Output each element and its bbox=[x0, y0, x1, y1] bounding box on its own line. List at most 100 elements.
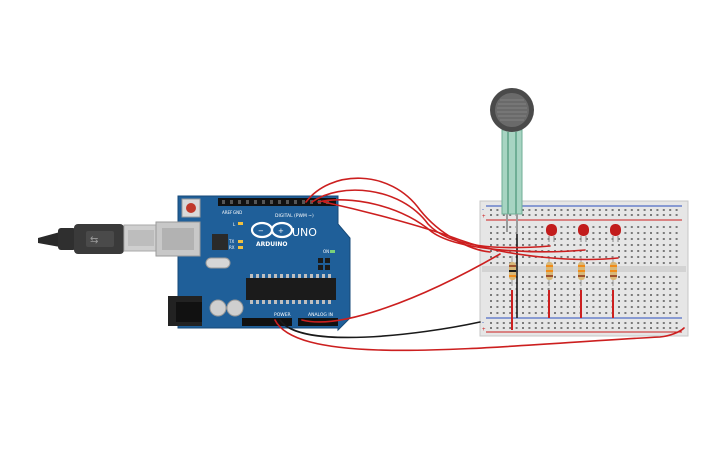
breadboard-hole[interactable] bbox=[618, 322, 620, 324]
breadboard-hole[interactable] bbox=[605, 262, 608, 264]
led-3[interactable] bbox=[610, 224, 621, 242]
breadboard-hole[interactable] bbox=[496, 312, 499, 314]
breadboard-hole[interactable] bbox=[650, 322, 652, 324]
breadboard-hole[interactable] bbox=[662, 262, 665, 264]
breadboard-hole[interactable] bbox=[541, 294, 544, 296]
breadboard-hole[interactable] bbox=[573, 300, 576, 302]
breadboard-hole[interactable] bbox=[573, 327, 576, 329]
breadboard-hole[interactable] bbox=[624, 209, 627, 211]
usb-cable[interactable]: ⇆ bbox=[38, 224, 159, 254]
breadboard-hole[interactable] bbox=[554, 288, 556, 290]
breadboard-hole[interactable] bbox=[643, 288, 646, 290]
breadboard-hole[interactable] bbox=[534, 294, 537, 296]
breadboard-hole[interactable] bbox=[490, 322, 492, 324]
breadboard-hole[interactable] bbox=[675, 282, 678, 284]
breadboard-hole[interactable] bbox=[592, 232, 595, 234]
breadboard-hole[interactable] bbox=[560, 238, 563, 240]
breadboard-hole[interactable] bbox=[598, 306, 601, 308]
breadboard-hole[interactable] bbox=[605, 312, 608, 314]
breadboard-hole[interactable] bbox=[522, 300, 524, 302]
breadboard-hole[interactable] bbox=[509, 232, 512, 234]
breadboard-hole[interactable] bbox=[669, 256, 672, 258]
breadboard-hole[interactable] bbox=[522, 232, 524, 234]
breadboard-hole[interactable] bbox=[554, 256, 556, 258]
breadboard-hole[interactable] bbox=[637, 238, 640, 240]
breadboard-hole[interactable] bbox=[662, 322, 665, 324]
breadboard-hole[interactable] bbox=[496, 294, 499, 296]
breadboard-hole[interactable] bbox=[502, 214, 505, 216]
breadboard-hole[interactable] bbox=[624, 312, 627, 314]
breadboard-hole[interactable] bbox=[643, 209, 646, 211]
breadboard-hole[interactable] bbox=[566, 327, 569, 329]
resistor-3[interactable] bbox=[578, 256, 585, 286]
breadboard-hole[interactable] bbox=[573, 209, 576, 211]
breadboard-hole[interactable] bbox=[630, 256, 633, 258]
breadboard-hole[interactable] bbox=[502, 300, 505, 302]
breadboard-hole[interactable] bbox=[586, 300, 588, 302]
breadboard-hole[interactable] bbox=[490, 256, 492, 258]
breadboard-hole[interactable] bbox=[522, 306, 524, 308]
breadboard-hole[interactable] bbox=[541, 282, 544, 284]
breadboard-hole[interactable] bbox=[675, 312, 678, 314]
breadboard-hole[interactable] bbox=[534, 238, 537, 240]
breadboard-hole[interactable] bbox=[534, 244, 537, 246]
wire-gnd[interactable] bbox=[279, 319, 481, 339]
breadboard-hole[interactable] bbox=[662, 209, 665, 211]
breadboard-hole[interactable] bbox=[662, 300, 665, 302]
breadboard-hole[interactable] bbox=[547, 209, 550, 211]
breadboard-hole[interactable] bbox=[490, 238, 492, 240]
breadboard-hole[interactable] bbox=[675, 300, 678, 302]
breadboard-hole[interactable] bbox=[650, 282, 652, 284]
breadboard-hole[interactable] bbox=[496, 214, 499, 216]
breadboard-hole[interactable] bbox=[630, 226, 633, 228]
breadboard-hole[interactable] bbox=[528, 312, 531, 314]
breadboard-hole[interactable] bbox=[541, 209, 544, 211]
breadboard-hole[interactable] bbox=[560, 294, 563, 296]
breadboard-hole[interactable] bbox=[528, 209, 531, 211]
breadboard-hole[interactable] bbox=[592, 327, 595, 329]
digital-header[interactable] bbox=[218, 198, 336, 206]
breadboard-hole[interactable] bbox=[624, 294, 627, 296]
breadboard-hole[interactable] bbox=[618, 306, 620, 308]
breadboard-hole[interactable] bbox=[547, 288, 550, 290]
breadboard-hole[interactable] bbox=[522, 282, 524, 284]
breadboard-hole[interactable] bbox=[522, 288, 524, 290]
breadboard-hole[interactable] bbox=[630, 238, 633, 240]
breadboard-hole[interactable] bbox=[592, 238, 595, 240]
breadboard-hole[interactable] bbox=[573, 306, 576, 308]
breadboard-hole[interactable] bbox=[637, 250, 640, 252]
breadboard-hole[interactable] bbox=[592, 322, 595, 324]
breadboard-hole[interactable] bbox=[560, 288, 563, 290]
breadboard-hole[interactable] bbox=[611, 288, 614, 290]
breadboard-hole[interactable] bbox=[656, 238, 659, 240]
breadboard-hole[interactable] bbox=[605, 300, 608, 302]
breadboard-hole[interactable] bbox=[560, 312, 563, 314]
breadboard-hole[interactable] bbox=[496, 288, 499, 290]
breadboard-hole[interactable] bbox=[496, 262, 499, 264]
breadboard-hole[interactable] bbox=[554, 300, 556, 302]
breadboard-hole[interactable] bbox=[534, 322, 537, 324]
breadboard-hole[interactable] bbox=[573, 244, 576, 246]
breadboard-hole[interactable] bbox=[496, 282, 499, 284]
breadboard-hole[interactable] bbox=[643, 282, 646, 284]
breadboard-hole[interactable] bbox=[522, 294, 524, 296]
breadboard-hole[interactable] bbox=[605, 282, 608, 284]
breadboard-hole[interactable] bbox=[579, 288, 582, 290]
breadboard-hole[interactable] bbox=[573, 294, 576, 296]
breadboard-hole[interactable] bbox=[656, 232, 659, 234]
breadboard-hole[interactable] bbox=[573, 282, 576, 284]
breadboard-hole[interactable] bbox=[643, 262, 646, 264]
breadboard-hole[interactable] bbox=[656, 226, 659, 228]
breadboard-hole[interactable] bbox=[669, 294, 672, 296]
breadboard-hole[interactable] bbox=[541, 322, 544, 324]
breadboard-hole[interactable] bbox=[528, 238, 531, 240]
breadboard-hole[interactable] bbox=[554, 209, 556, 211]
breadboard-hole[interactable] bbox=[630, 232, 633, 234]
breadboard-hole[interactable] bbox=[605, 327, 608, 329]
breadboard-hole[interactable] bbox=[675, 244, 678, 246]
breadboard-hole[interactable] bbox=[618, 300, 620, 302]
breadboard-hole[interactable] bbox=[669, 312, 672, 314]
breadboard-hole[interactable] bbox=[586, 322, 588, 324]
breadboard-hole[interactable] bbox=[662, 282, 665, 284]
breadboard-hole[interactable] bbox=[496, 256, 499, 258]
